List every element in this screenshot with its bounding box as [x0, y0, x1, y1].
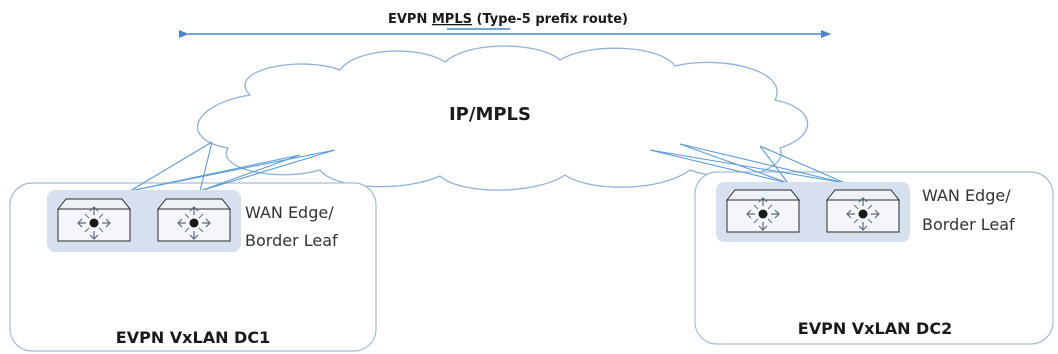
arrow-label: EVPN MPLS (Type-5 prefix route) — [388, 12, 628, 27]
switch-router-icon — [826, 189, 900, 233]
switch-router-icon — [726, 189, 800, 233]
dc2-uplinks — [649, 143, 846, 184]
ip-mpls-cloud — [197, 45, 809, 191]
dc1-edge-label-line1: WAN Edge/ — [245, 203, 334, 222]
dc1-title: EVPN VxLAN DC1 — [116, 328, 270, 347]
dc1-uplinks — [129, 141, 336, 192]
mpls-underlined-text: MPLS — [432, 12, 472, 27]
cloud-label: IP/MPLS — [449, 104, 531, 125]
dc2-edge-label-line1: WAN Edge/ — [922, 186, 1011, 205]
dc1-edge-label-line2: Border Leaf — [245, 231, 338, 250]
dc2-title: EVPN VxLAN DC2 — [798, 319, 952, 338]
switch-router-icon — [157, 198, 231, 242]
switch-router-icon — [57, 198, 131, 242]
dc2-edge-label-line2: Border Leaf — [922, 215, 1015, 234]
